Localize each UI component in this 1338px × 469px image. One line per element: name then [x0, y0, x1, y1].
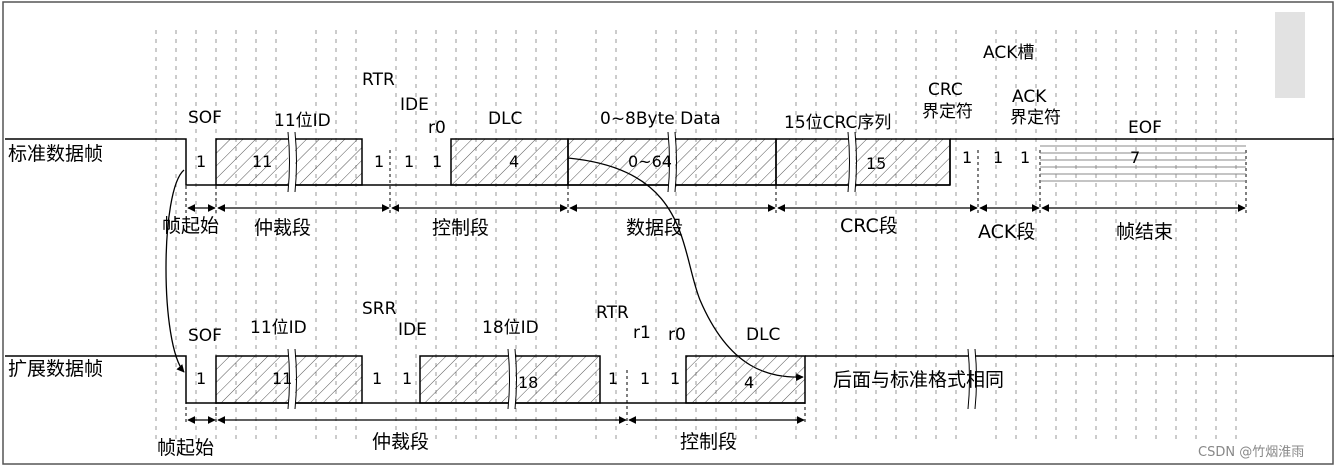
ext-bits-r0: 1 [670, 369, 680, 388]
ext-srr-label: SRR [362, 299, 397, 319]
extended-breaks [287, 348, 977, 410]
ext-bits-id1: 11 [272, 369, 292, 388]
ext-rest-note: 后面与标准格式相同 [833, 369, 1004, 391]
std-bits-ide: 1 [404, 152, 414, 171]
ext-seg-sof: 帧起始 [157, 437, 214, 459]
ext-r1-label: r1 [633, 323, 651, 343]
ext-ide-label: IDE [398, 320, 427, 340]
std-bits-ack-slot: 1 [993, 148, 1003, 167]
standard-eof-lines [1040, 145, 1246, 182]
std-ack-delim-label-1: ACK [1012, 87, 1047, 107]
std-bits-eof: 7 [1130, 148, 1140, 167]
std-data-label: 0~8Byte Data [600, 109, 721, 129]
ext-bits-sof: 1 [196, 369, 206, 388]
std-seg-ack: ACK段 [978, 221, 1035, 243]
std-bits-id: 11 [252, 152, 272, 171]
ext-seg-ctrl: 控制段 [680, 431, 737, 453]
std-crc-seq-label: 15位CRC序列 [784, 113, 891, 133]
ext-bits-r1: 1 [640, 369, 650, 388]
standard-breaks [287, 131, 857, 193]
std-bits-ack-delim: 1 [1020, 148, 1030, 167]
ext-bits-id2: 18 [518, 373, 538, 392]
ext-bits-ide: 1 [402, 369, 412, 388]
ext-bits-srr: 1 [372, 369, 382, 388]
std-sof-label: SOF [188, 108, 222, 128]
std-bits-crc-delim: 1 [962, 148, 972, 167]
std-bits-sof: 1 [196, 152, 206, 171]
standard-row-label: 标准数据帧 [8, 143, 103, 165]
ext-bits-dlc: 4 [744, 373, 754, 392]
ext-rtr-label: RTR [596, 303, 629, 323]
ext-sof-label: SOF [188, 326, 222, 346]
std-eof-label: EOF [1128, 118, 1162, 138]
extended-row-label: 扩展数据帧 [8, 358, 103, 380]
std-seg-sof: 帧起始 [162, 215, 219, 237]
std-bits-r0: 1 [432, 152, 442, 171]
std-ack-delim-label-2: 界定符 [1010, 108, 1061, 128]
std-r0-label: r0 [428, 118, 446, 138]
std-bits-crc: 15 [866, 154, 886, 173]
std-seg-data: 数据段 [626, 217, 683, 239]
ext-r0-label: r0 [668, 325, 686, 345]
std-ide-label: IDE [400, 95, 429, 115]
std-bits-rtr: 1 [374, 152, 384, 171]
std-rtr-label: RTR [362, 70, 395, 90]
ext-id1-label: 11位ID [250, 318, 307, 338]
std-crc-delim-label-2: 界定符 [922, 102, 973, 122]
std-id-label: 11位ID [274, 111, 331, 131]
std-bits-dlc: 4 [509, 152, 519, 171]
standard-crc-box [775, 138, 951, 186]
ext-dlc-box [685, 355, 806, 404]
std-seg-ctrl: 控制段 [432, 217, 489, 239]
ext-id2-label: 18位ID [482, 318, 539, 338]
std-crc-delim-label-1: CRC [928, 80, 963, 100]
scrollbar-thumb[interactable] [1275, 12, 1305, 98]
ext-seg-arb: 仲裁段 [372, 431, 429, 453]
std-dlc-label: DLC [488, 109, 522, 129]
std-seg-eof: 帧结束 [1116, 221, 1173, 243]
ext-dlc-label: DLC [746, 325, 780, 345]
std-bits-data: 0~64 [628, 152, 672, 171]
sof-connector [165, 169, 185, 373]
ext-bits-rtr: 1 [608, 369, 618, 388]
watermark: CSDN @竹烟淮雨 [1198, 445, 1304, 460]
std-seg-arb: 仲裁段 [254, 217, 311, 239]
standard-dlc-box [450, 138, 569, 186]
std-seg-crc: CRC段 [840, 215, 898, 237]
std-ack-slot-label: ACK槽 [983, 43, 1034, 63]
